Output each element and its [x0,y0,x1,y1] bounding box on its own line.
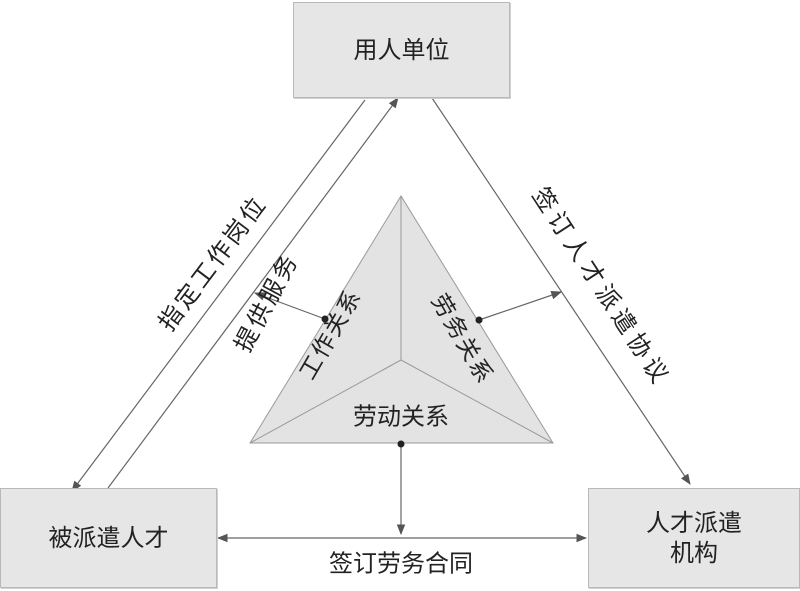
employer-box: 用人单位 [293,2,510,98]
agency-label-line2: 机构 [670,539,718,567]
service-relation-connector [478,291,563,321]
inner-divider-left [249,359,402,444]
service-relation-dot [475,316,483,324]
assign-post-arrow [71,99,366,492]
agency-box: 人才派遣 机构 [588,488,800,588]
labor-relation-dot [397,440,405,448]
employer-label: 用人单位 [353,36,450,64]
provide-service-label: 提供服务 [229,248,304,357]
talent-to-employer-arrow [107,97,399,489]
dispatched-talent-box: 被派遣人才 [0,488,217,588]
dispatch-agreement-label: 签订人才派遣协议 [526,182,676,392]
dispatched-talent-label: 被派遣人才 [48,524,169,552]
labor-relation-label: 劳动关系 [353,403,449,431]
provide-service-connector [253,292,326,320]
labor-contract-label: 签订劳务合同 [329,550,473,578]
dispatch-agreement-arrow [431,97,691,485]
agency-label-line1: 人才派遣 [646,509,742,537]
inner-divider-right [400,359,554,444]
work-relation-dot [321,315,329,323]
